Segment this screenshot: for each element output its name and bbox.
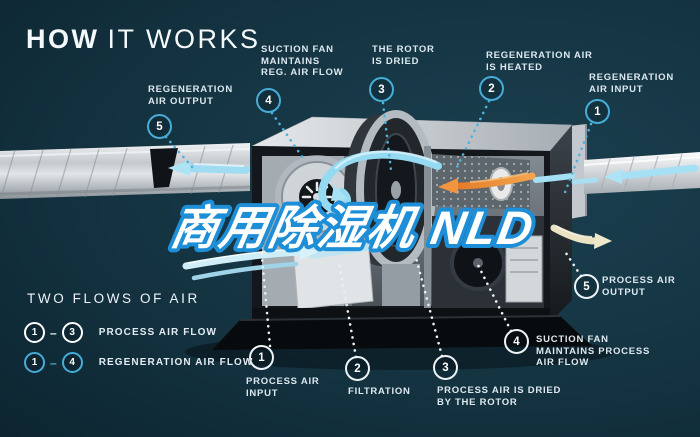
marker-process-4: 4 — [504, 329, 529, 354]
title-bold: HOW — [26, 24, 100, 54]
marker-process-3: 3 — [433, 355, 458, 380]
regen-output-arrow — [168, 160, 250, 176]
regen-flow-swoosh — [318, 150, 442, 214]
label-suction-fan-process: SUCTION FAN MAINTAINS PROCESS AIR FLOW — [536, 334, 651, 368]
machine-right-side — [550, 125, 572, 322]
control-box — [505, 235, 543, 303]
legend-row-process: 1 – 3 PROCESS AIR FLOW — [24, 322, 217, 343]
legend-regen-to: 4 — [61, 352, 83, 373]
regen-input-arrow — [618, 164, 699, 180]
process-input-arrows — [182, 244, 318, 281]
legend-process-from: 1 — [24, 322, 45, 343]
heated-air-arrow — [452, 172, 536, 190]
marker-regen-1: 1 — [585, 99, 610, 124]
filter-panel — [299, 237, 374, 259]
marker-regen-2: 2 — [479, 76, 504, 101]
divider-wall — [424, 146, 431, 308]
machine-body — [212, 110, 592, 350]
marker-regen-3: 3 — [369, 77, 394, 102]
marker-process-2: 2 — [345, 356, 370, 381]
duct-cutaway-notch — [150, 148, 178, 188]
label-filtration: FILTRATION — [348, 386, 411, 397]
legend-heading: TWO FLOWS OF AIR — [27, 291, 200, 306]
legend-regen-dash: – — [50, 355, 57, 370]
legend-regen-from: 1 — [24, 352, 45, 373]
machine-base — [212, 316, 592, 350]
legend-process-dash: – — [50, 325, 57, 340]
left-duct — [0, 143, 251, 199]
legend-process-to: 3 — [61, 322, 83, 343]
filter-assembly — [292, 237, 420, 310]
label-process-air-input: PROCESS AIR INPUT — [246, 376, 320, 399]
label-regen-air-input: REGENERATION AIR INPUT — [589, 72, 674, 95]
title-light: IT WORKS — [107, 24, 261, 54]
marker-regen-5: 5 — [147, 114, 172, 139]
process-fan-chamber — [432, 216, 544, 308]
leader-lines — [164, 99, 593, 359]
marker-regen-4: 4 — [256, 88, 281, 113]
legend-row-regeneration: 1 – 4 REGENERATION AIR FLOW — [24, 352, 253, 373]
airflow-arrows — [168, 150, 699, 281]
marker-process-1: 1 — [249, 345, 274, 370]
legend-process-label: PROCESS AIR FLOW — [98, 327, 218, 338]
label-regeneration-air-output: REGENERATION AIR OUTPUT — [148, 84, 233, 107]
marker-process-5: 5 — [574, 274, 599, 299]
process-output-arrow — [550, 224, 612, 249]
legend-regen-label: REGENERATION AIR FLOW — [98, 357, 254, 368]
label-suction-fan-reg: SUCTION FAN MAINTAINS REG. AIR FLOW — [261, 44, 344, 78]
label-process-air-dried: PROCESS AIR IS DRIED BY THE ROTOR — [437, 385, 562, 408]
label-regen-air-heated: REGENERATION AIR IS HEATED — [486, 50, 593, 73]
label-rotor-is-dried: THE ROTOR IS DRIED — [372, 44, 435, 67]
label-process-air-output: PROCESS AIR OUTPUT — [602, 275, 676, 298]
